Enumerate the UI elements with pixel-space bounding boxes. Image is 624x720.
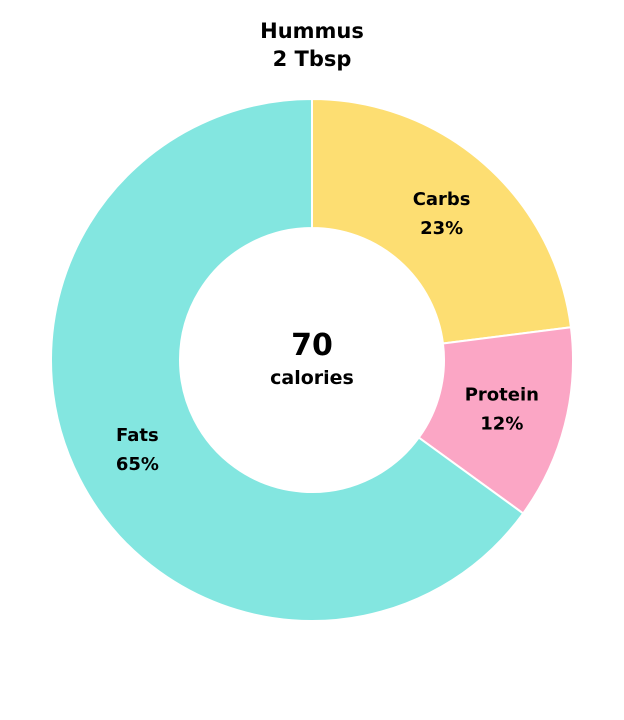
donut-slices xyxy=(50,97,574,622)
chart-title: Hummus xyxy=(260,19,364,43)
chart-subtitle: 2 Tbsp xyxy=(273,47,352,71)
slice-label-fats: Fats xyxy=(116,425,159,446)
slice-percent-fats: 65% xyxy=(116,454,159,475)
slice-fats xyxy=(50,97,525,622)
slice-carbs xyxy=(311,97,573,345)
slice-labels: Carbs 23% Protein 12% Fats 65% xyxy=(116,189,539,475)
calorie-value: 70 xyxy=(291,328,333,363)
slice-label-protein: Protein xyxy=(465,385,539,406)
calorie-unit-label: calories xyxy=(270,367,354,389)
slice-percent-protein: 12% xyxy=(480,414,523,435)
slice-percent-carbs: 23% xyxy=(420,218,463,239)
slice-label-carbs: Carbs xyxy=(413,189,471,210)
